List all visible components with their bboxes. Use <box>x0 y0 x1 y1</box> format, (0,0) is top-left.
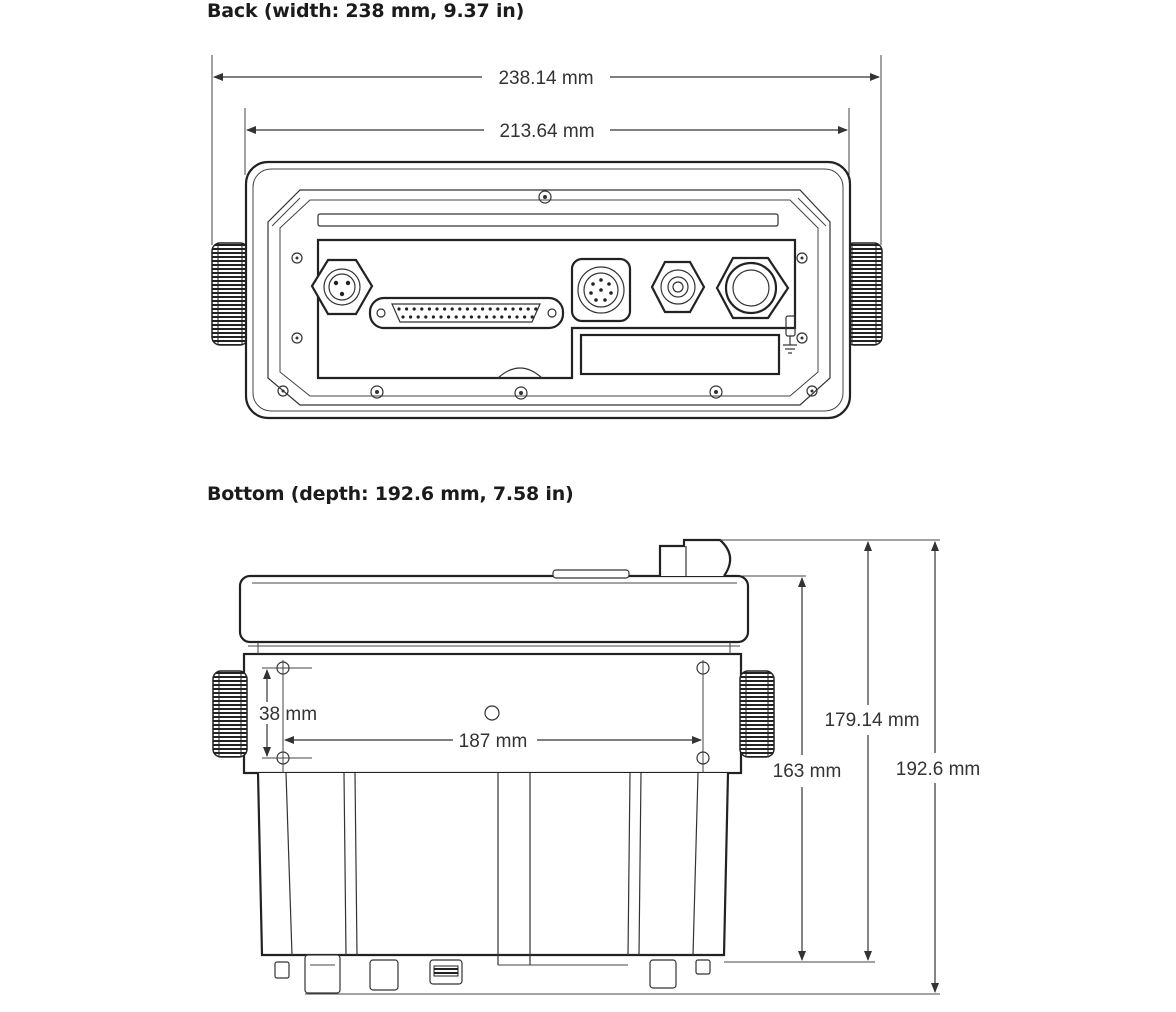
connector-pin <box>439 315 443 319</box>
dimension-label: 179.14 mm <box>824 710 919 731</box>
bottom-notch <box>497 367 543 379</box>
connector-pin <box>447 315 451 319</box>
connector-pin <box>515 315 519 319</box>
cable-boot <box>658 538 732 577</box>
power-connector-icon <box>310 258 374 316</box>
front-bezel <box>238 574 750 644</box>
connector-pin <box>450 307 454 311</box>
connector-pin <box>500 315 504 319</box>
dimension-label: 187 mm <box>459 731 528 752</box>
dsub-connector-icon <box>368 296 565 330</box>
left-knob <box>211 242 249 346</box>
connector-pin <box>405 307 409 311</box>
dimension-label: 213.64 mm <box>499 121 594 142</box>
connector-pin <box>435 307 439 311</box>
connector-pin <box>485 315 489 319</box>
dimension-hole-horizontal: 187 mm <box>284 731 702 752</box>
connector-pin <box>477 315 481 319</box>
screw-icon <box>277 190 818 400</box>
connector-pin <box>507 315 511 319</box>
label-plate <box>579 333 781 376</box>
ground-icon <box>783 315 797 354</box>
connector-pin <box>443 307 447 311</box>
connector-pin <box>424 315 428 319</box>
dimension-label: 192.6 mm <box>896 759 980 780</box>
dimension-hole-vertical: 38 mm <box>259 669 317 757</box>
round-connector-icon <box>570 257 632 323</box>
left-knob <box>212 670 248 758</box>
connector-pin <box>473 307 477 311</box>
connector-pin <box>412 307 416 311</box>
connector-pin <box>492 315 496 319</box>
connector-pin <box>409 315 413 319</box>
connector-pin <box>427 307 431 311</box>
dimension-label: 163 mm <box>773 761 842 782</box>
connector-pin <box>431 315 435 319</box>
back-view-heading: Back (width: 238 mm, 9.37 in) <box>207 0 525 22</box>
right-knob <box>845 242 883 346</box>
connector-pin <box>481 307 485 311</box>
connector-pin <box>496 307 500 311</box>
connector-pin <box>416 315 420 319</box>
top-connector <box>552 569 630 579</box>
dimension-label: 238.14 mm <box>498 68 593 89</box>
dimension-total-depth: 192.6 mm <box>896 541 980 993</box>
connector-pin <box>488 307 492 311</box>
connector-pin <box>401 315 405 319</box>
dimension-body-depth: 163 mm <box>773 577 842 961</box>
connector-pin <box>503 307 507 311</box>
connector-pin <box>397 307 401 311</box>
connector-pin <box>530 315 534 319</box>
connector-pin <box>526 307 530 311</box>
rear-connector-icon <box>274 954 711 994</box>
rear-body <box>256 772 730 957</box>
right-knob <box>739 670 775 758</box>
connector-pin <box>458 307 462 311</box>
connector-pin <box>519 307 523 311</box>
connector-pin <box>420 307 424 311</box>
dimension-label: 38 mm <box>259 704 317 725</box>
bottom-view: 38 mm 187 mm <box>212 538 980 995</box>
back-view: 238.14 mm 213.64 mm <box>211 55 883 420</box>
connector-pin <box>511 307 515 311</box>
connector-pin <box>534 307 538 311</box>
connector-pin <box>469 315 473 319</box>
connector-pin <box>454 315 458 319</box>
dimension-front-depth: 179.14 mm <box>824 541 920 961</box>
antenna-connector-icon <box>650 260 706 314</box>
connector-pin <box>465 307 469 311</box>
back-panel-frame <box>267 189 831 406</box>
bottom-view-heading: Bottom (depth: 192.6 mm, 7.58 in) <box>207 483 574 505</box>
connector-pin <box>523 315 527 319</box>
connector-pin <box>462 315 466 319</box>
dimension-bezel-width: 213.64 mm <box>246 121 848 142</box>
dimension-overall-width: 238.14 mm <box>213 68 880 89</box>
cable-gland-icon <box>715 256 790 320</box>
mounting-bracket <box>242 652 743 775</box>
